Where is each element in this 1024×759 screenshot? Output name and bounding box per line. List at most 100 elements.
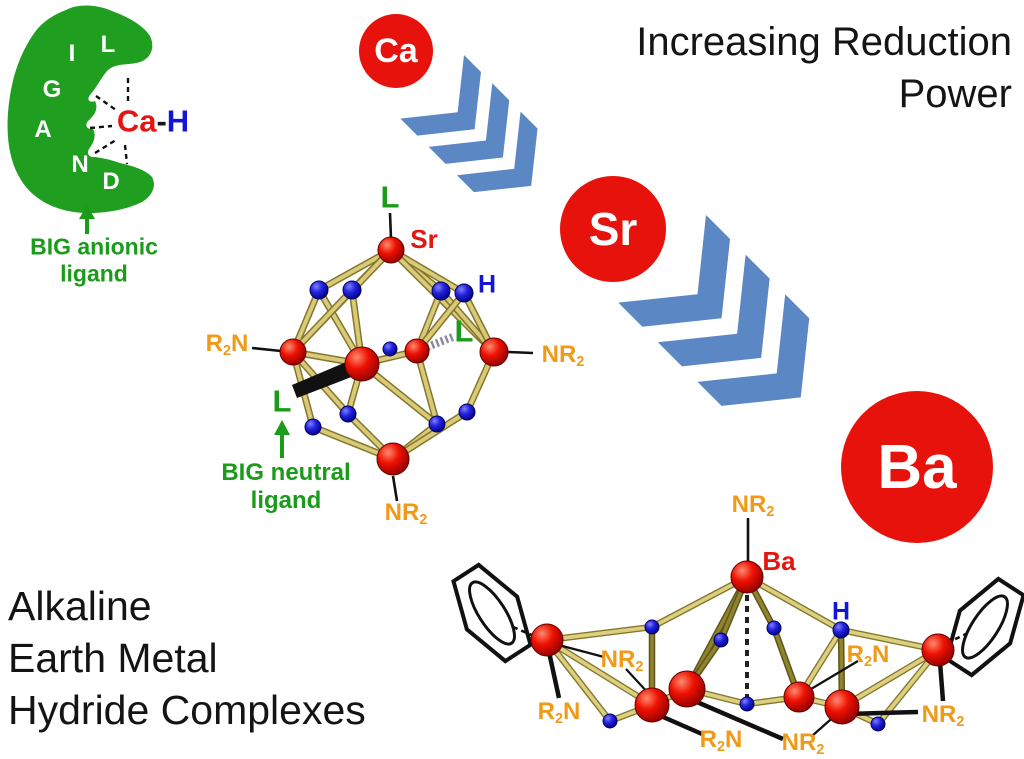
blob-letter-i: I [68, 40, 76, 67]
amide-post: N [563, 697, 581, 725]
hydride-atom [339, 405, 357, 423]
metal-atom [530, 623, 564, 657]
amide-post: N [872, 640, 890, 668]
metal-atom [668, 670, 706, 708]
bond [545, 625, 654, 642]
ba-cluster-atoms [530, 560, 955, 732]
amide-pre: NR [921, 700, 957, 728]
hydride-atom [454, 283, 474, 303]
footer-line1: Alkaline [8, 583, 152, 629]
hydride-atom [428, 415, 446, 433]
neutral-caption-arrow [274, 420, 290, 435]
hydride-atom [832, 621, 850, 639]
hydride-atom [382, 341, 398, 357]
amide-pre: R [537, 697, 555, 725]
ba-amide-upper-right-label: R2N [847, 640, 890, 670]
ba-amide-bottom-left-label: R2N [699, 725, 743, 754]
sr-metal-label: Sr [410, 224, 438, 254]
anionic-ligand-blob-shape [7, 5, 154, 214]
sr-ligand-front-label: L [272, 383, 292, 419]
blob-letter-g: G [42, 76, 62, 103]
metal-atom [921, 633, 955, 667]
metal-atom [377, 236, 405, 264]
hydride-atom [431, 281, 451, 301]
ba-cluster-extras [546, 518, 946, 742]
ba-amide-upper-left-label: NR2 [600, 645, 644, 675]
ba-hydride-label: H [831, 597, 851, 626]
amide-sub: 2 [419, 511, 428, 528]
ca-h-coordination-dashes [89, 78, 130, 165]
sr-ligand-side-label: L [454, 313, 474, 349]
ba-amide-right-label: NR2 [921, 700, 965, 730]
amide-pre: NR [541, 340, 577, 368]
amide-pre: NR [731, 490, 767, 518]
metal-atom [404, 338, 430, 364]
header-title: Increasing Reduction Power [636, 16, 1012, 120]
blob-letter-n: N [71, 151, 89, 178]
amide-pre: R [699, 725, 717, 753]
amide-sub: 2 [635, 658, 644, 675]
amide-sub: 2 [576, 353, 585, 370]
amide-pre: R [205, 329, 223, 357]
bond [415, 349, 439, 426]
hydride-atom [870, 716, 886, 732]
amide-pre: NR [781, 728, 817, 756]
formula-metal: Ca [116, 103, 157, 139]
amide-sub: 2 [554, 710, 564, 727]
bond [745, 575, 843, 632]
blob-letter-l: L [100, 31, 116, 58]
hydride-atom [766, 620, 782, 636]
bond [650, 575, 749, 629]
benzene-ring-right [944, 576, 1024, 678]
sr-cluster-extras [251, 212, 534, 502]
amide-post: N [231, 329, 249, 357]
neutral-caption-line2: ligand [250, 487, 322, 514]
amide-sub: 2 [956, 713, 965, 730]
metal-atom [783, 681, 815, 713]
blob-letter-a: A [34, 116, 52, 143]
footer-line3: Hydride Complexes [8, 687, 366, 733]
hydride-atom [739, 696, 755, 712]
bond [839, 628, 940, 652]
ba-amide-bottom-right-label: NR2 [781, 728, 825, 758]
metal-atom [279, 338, 307, 366]
amide-sub: 2 [766, 503, 775, 520]
hydride-atom [644, 619, 660, 635]
formula-dash: - [156, 103, 167, 139]
amide-pre: NR [600, 645, 636, 673]
anionic-caption-arrow [79, 205, 95, 234]
hydride-atom [304, 418, 322, 436]
amide-sub: 2 [863, 653, 873, 670]
amide-pre: NR [384, 498, 420, 526]
hydride-atom [458, 403, 476, 421]
bond [840, 648, 940, 709]
sr-hydride-label: H [477, 270, 497, 299]
ba-amide-top-label: NR2 [731, 490, 775, 520]
metal-atom [634, 687, 670, 723]
footer-line2: Earth Metal [8, 635, 218, 681]
metal-circle-ba: Ba [841, 391, 993, 543]
hydride-atom [309, 280, 329, 300]
formula-hydride: H [166, 103, 190, 139]
amide-sub: 2 [816, 741, 825, 758]
ba-metal-label: Ba [762, 546, 796, 576]
bond [317, 248, 393, 292]
hydride-atom [602, 713, 618, 729]
bond [291, 288, 354, 354]
bond [545, 638, 612, 723]
bond [545, 638, 654, 707]
chevron-arrows-ca-sr [400, 55, 538, 193]
blob-letter-d: D [102, 168, 120, 195]
metal-atom [376, 442, 410, 476]
chevron-arrows-sr-ba [618, 215, 810, 406]
anionic-caption-line1: BIG anionic [30, 233, 158, 260]
amide-sub: 2 [222, 342, 232, 359]
metal-atom [730, 560, 764, 594]
header-line2: Power [898, 72, 1012, 116]
anionic-caption-line2: ligand [60, 260, 128, 287]
metal-circle-sr: Sr [560, 176, 666, 282]
hydride-atom [713, 632, 729, 648]
ba-amide-left-label: R2N [537, 697, 581, 727]
metal-atom [344, 346, 380, 382]
